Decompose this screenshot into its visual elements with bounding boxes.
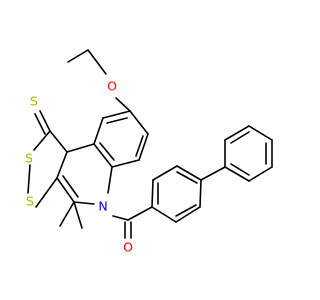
bond-phenyl2-6 — [224, 166, 250, 182]
bond-dithiole-2 — [27, 164, 31, 194]
atom-label-o-ethoxy: O — [107, 79, 117, 94]
structure-canvas: O S S S N O — [25, 49, 273, 255]
bond-pyr-4 — [73, 201, 95, 205]
bond-pyr-1 — [66, 143, 95, 153]
atom-label-s-ring-bottom: S — [26, 194, 34, 209]
bond-n-carbonyl — [112, 215, 129, 221]
bond-benzo-inner-a — [106, 117, 128, 124]
atom-label-s-ring-top: S — [25, 151, 33, 166]
bond-benzo-4 — [93, 143, 113, 168]
bond-ethyl-c-c — [67, 49, 89, 63]
bond-benzo-1 — [129, 110, 149, 135]
bond-dithiole-3 — [35, 177, 58, 208]
bond-dithiole-1 — [33, 130, 51, 151]
bond-carbonyl-aryl — [127, 206, 153, 221]
bond-pyr-inner — [62, 175, 79, 198]
bond-phenyl1-1 — [151, 206, 177, 223]
bond-o-aryl — [115, 97, 131, 112]
bond-thione-a — [49, 130, 68, 153]
bond-phenyl1-3 — [199, 179, 202, 208]
bond-phenyl1-inner-b — [176, 171, 198, 184]
bond-benzo-5 — [93, 117, 104, 145]
atom-label-layer: O S S S N O — [25, 79, 133, 255]
bond-benzo-6 — [102, 110, 131, 119]
bond-biphenyl-link — [200, 166, 226, 181]
bond-pyr-2 — [56, 151, 68, 179]
bond-benzo-2 — [138, 133, 149, 161]
atom-label-n-ring: N — [98, 199, 107, 214]
bond-pyr-3 — [56, 177, 75, 203]
bond-benzo-inner-b — [135, 135, 144, 157]
bond-benzo-3 — [111, 159, 140, 168]
bond-thione-b — [39, 110, 51, 132]
bond-ethyl-c-o — [87, 49, 107, 75]
molecule-drawing: O S S S N O — [25, 49, 273, 255]
bond-pyr-5 — [107, 166, 113, 194]
bond-phenyl2-3 — [248, 125, 273, 141]
bond-phenyl2-2 — [224, 125, 250, 141]
atom-label-o-carbonyl: O — [123, 240, 133, 255]
bond-phenyl1-inner-c — [175, 204, 197, 217]
bond-phenyl2-inner-a — [230, 131, 250, 144]
bond-phenyl2-inner-c — [230, 163, 250, 176]
bond-benzo-inner-c — [99, 142, 115, 161]
bond-phenyl1-5 — [152, 165, 178, 181]
bond-phenyl2-5 — [248, 166, 273, 182]
bond-phenyl1-4 — [176, 165, 202, 181]
bond-phenyl1-2 — [175, 206, 201, 223]
atom-label-s-thione: S — [30, 94, 38, 109]
bond-thione-c — [34, 113, 46, 135]
bond-phenyl1-6 — [151, 179, 154, 208]
bond-methyl-2 — [73, 201, 83, 229]
bond-methyl-1 — [59, 201, 75, 227]
bond-layer — [27, 49, 273, 239]
